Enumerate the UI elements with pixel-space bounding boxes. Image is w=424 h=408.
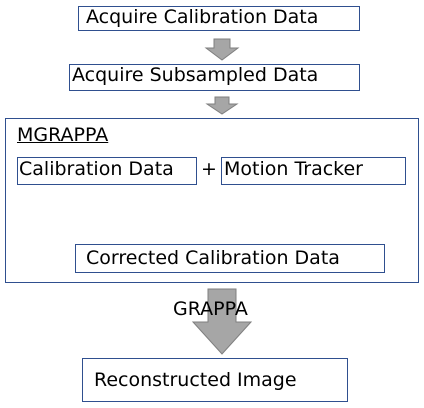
reconstructed-image-label: Reconstructed Image (94, 369, 297, 391)
grappa-label: GRAPPA (173, 298, 248, 320)
plus-sign: + (201, 158, 217, 180)
corrected-calibration-box (75, 244, 385, 273)
mgrappa-title: MGRAPPA (17, 124, 109, 146)
motion-tracker-box (221, 157, 406, 185)
arrow-step1-to-step2 (204, 38, 240, 61)
acquire-calibration-label: Acquire Calibration Data (86, 6, 319, 28)
calibration-data-box (17, 157, 197, 185)
acquire-calibration-box (78, 6, 360, 31)
arrow-grappa (191, 288, 253, 355)
reconstructed-image-box (82, 358, 348, 402)
corrected-calibration-label: Corrected Calibration Data (86, 247, 340, 269)
acquire-subsampled-label: Acquire Subsampled Data (72, 64, 319, 86)
motion-tracker-label: Motion Tracker (224, 158, 363, 180)
arrow-step2-to-mgrappa (205, 96, 239, 115)
calibration-data-label: Calibration Data (19, 158, 174, 180)
acquire-subsampled-box (69, 64, 360, 91)
